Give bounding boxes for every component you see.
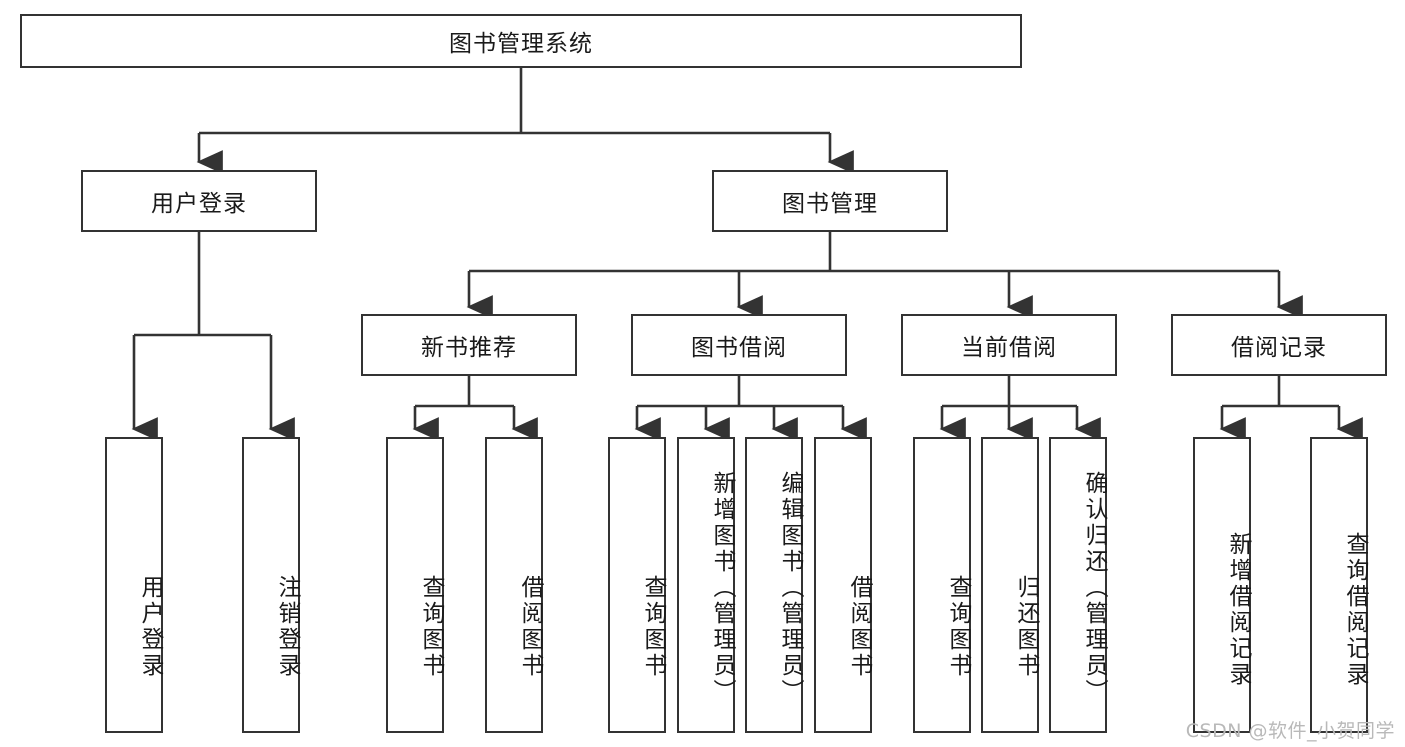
leaf-return-book-label: 归还图书: [1013, 575, 1039, 679]
leaf-query-book-2-label: 查询图书: [640, 575, 666, 679]
leaf-user-login-label: 用户登录: [137, 575, 163, 679]
leaf-borrow-book-2-label: 借阅图书: [846, 575, 872, 679]
node-root[interactable]: 图书管理系统: [20, 14, 1022, 68]
leaf-return-book[interactable]: 归还图书: [981, 437, 1039, 733]
leaf-borrow-book-1[interactable]: 借阅图书: [485, 437, 543, 733]
node-book-management-label: 图书管理: [782, 191, 878, 217]
leaf-query-book-1-label: 查询图书: [418, 575, 444, 679]
leaf-edit-book-label: 编辑图书（管理员）: [777, 471, 803, 705]
leaf-add-record[interactable]: 新增借阅记录: [1193, 437, 1251, 733]
node-user-login[interactable]: 用户登录: [81, 170, 317, 232]
leaf-add-record-label: 新增借阅记录: [1225, 532, 1251, 688]
leaf-add-book-label: 新增图书（管理员）: [709, 471, 735, 705]
leaf-borrow-book-2[interactable]: 借阅图书: [814, 437, 872, 733]
node-book-management[interactable]: 图书管理: [712, 170, 948, 232]
node-root-label: 图书管理系统: [449, 31, 593, 57]
csdn-watermark: CSDN @软件_小贺同学: [1185, 720, 1395, 742]
leaf-borrow-book-1-label: 借阅图书: [517, 575, 543, 679]
leaf-query-book-1[interactable]: 查询图书: [386, 437, 444, 733]
node-book-borrow[interactable]: 图书借阅: [631, 314, 847, 376]
node-new-book-recommend[interactable]: 新书推荐: [361, 314, 577, 376]
leaf-confirm-return[interactable]: 确认归还（管理员）: [1049, 437, 1107, 733]
leaf-confirm-return-label: 确认归还（管理员）: [1081, 471, 1107, 705]
node-new-book-recommend-label: 新书推荐: [421, 335, 517, 361]
node-current-borrow[interactable]: 当前借阅: [901, 314, 1117, 376]
node-current-borrow-label: 当前借阅: [961, 335, 1057, 361]
leaf-query-record[interactable]: 查询借阅记录: [1310, 437, 1368, 733]
node-borrow-record-label: 借阅记录: [1231, 335, 1327, 361]
leaf-logout-label: 注销登录: [274, 575, 300, 679]
node-borrow-record[interactable]: 借阅记录: [1171, 314, 1387, 376]
leaf-query-book-3-label: 查询图书: [945, 575, 971, 679]
leaf-query-record-label: 查询借阅记录: [1342, 532, 1368, 688]
node-user-login-label: 用户登录: [151, 191, 247, 217]
node-book-borrow-label: 图书借阅: [691, 335, 787, 361]
leaf-query-book-2[interactable]: 查询图书: [608, 437, 666, 733]
leaf-user-login[interactable]: 用户登录: [105, 437, 163, 733]
leaf-logout[interactable]: 注销登录: [242, 437, 300, 733]
leaf-edit-book[interactable]: 编辑图书（管理员）: [745, 437, 803, 733]
leaf-add-book[interactable]: 新增图书（管理员）: [677, 437, 735, 733]
leaf-query-book-3[interactable]: 查询图书: [913, 437, 971, 733]
